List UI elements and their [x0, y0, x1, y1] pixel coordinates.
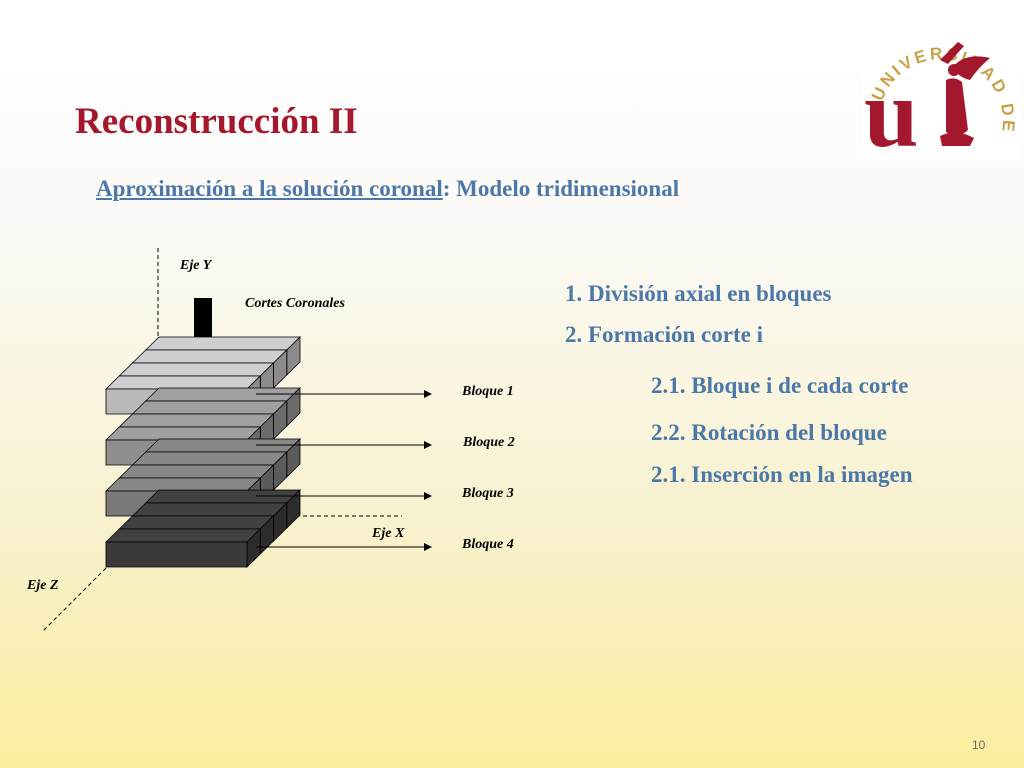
block-stack-4 — [105, 489, 301, 568]
slice-top — [118, 362, 275, 377]
logo-letter: u — [864, 60, 919, 160]
slide-title: Reconstrucción II — [75, 101, 358, 142]
arrow-head-icon — [424, 390, 432, 398]
block-diagram: Eje Y Eje X Eje Z Cortes Coronales Bloqu… — [26, 248, 515, 633]
slice-top — [105, 375, 262, 390]
subtitle-rest: : Modelo tridimensional — [442, 176, 680, 201]
slice-top — [105, 426, 262, 441]
slide-subtitle: Aproximación a la solución coronal: Mode… — [96, 176, 679, 202]
block-label-2: Bloque 2 — [462, 435, 515, 450]
arrow-head-icon — [424, 543, 432, 551]
step-2: 2. Formación corte i — [565, 322, 763, 347]
step-2-3: 2.1. Inserción en la imagen — [651, 462, 913, 487]
slice-top — [144, 336, 301, 351]
arrow-head-icon — [424, 492, 432, 500]
arrow-head-icon — [424, 441, 432, 449]
block-label-3: Bloque 3 — [461, 486, 514, 501]
block-label-1: Bloque 1 — [461, 384, 514, 399]
subtitle-link[interactable]: Aproximación a la solución coronal — [96, 176, 443, 201]
axis-z-label: Eje Z — [26, 578, 59, 593]
slice-front — [105, 541, 248, 568]
z-axis-line — [41, 567, 107, 633]
slice-top — [131, 400, 288, 415]
block-label-4: Bloque 4 — [461, 537, 514, 552]
slice-top — [105, 528, 262, 543]
page-number: 10 — [972, 738, 986, 752]
step-1: 1. División axial en bloques — [565, 281, 832, 306]
slice-top — [118, 413, 275, 428]
slice-top — [118, 515, 275, 530]
step-2-2: 2.2. Rotación del bloque — [651, 420, 887, 445]
slice-top — [131, 349, 288, 364]
block-stack-1 — [105, 336, 301, 415]
slice-top — [118, 464, 275, 479]
seal-emblem-icon: UNIVERSIDAD DE SEVILLA u — [854, 0, 1015, 168]
slice-top — [131, 502, 288, 517]
step-2-1: 2.1. Bloque i de cada corte — [651, 373, 909, 398]
axis-y-label: Eje Y — [179, 258, 213, 273]
cut-label: Cortes Coronales — [245, 296, 346, 311]
university-logo: UNIVERSIDAD DE SEVILLA u — [854, 0, 1022, 168]
winged-figure-icon — [940, 42, 990, 146]
slice-top — [105, 477, 262, 492]
slice-top — [131, 451, 288, 466]
axis-x-label: Eje X — [371, 526, 405, 541]
